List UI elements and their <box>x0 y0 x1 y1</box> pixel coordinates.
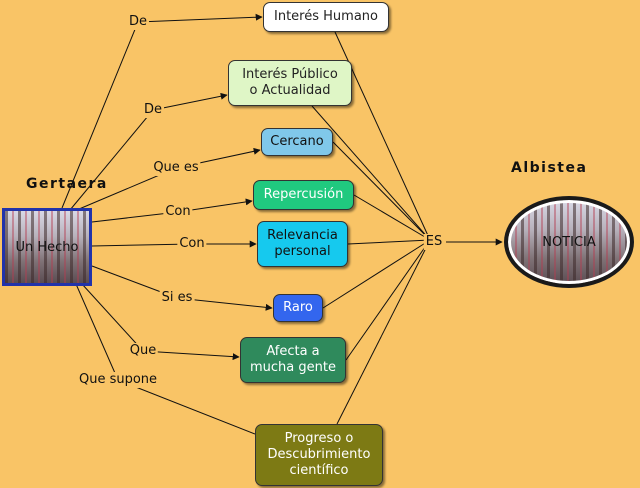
concept-node-cercano: Cercano <box>261 128 333 156</box>
source-title: Gertaera <box>26 176 108 192</box>
edge-source-to-label-afecta <box>81 283 144 352</box>
concept-label-humano: Interés Humano <box>274 9 378 24</box>
edge-label-to-publico <box>152 92 228 111</box>
edge-relevancia-to-hub <box>347 239 431 245</box>
edge-source-to-label-progreso <box>75 283 119 381</box>
edge-source-to-label-relevancia <box>91 243 193 247</box>
link-label-repercusion: Con <box>163 204 193 220</box>
edge-source-to-label-humano <box>61 21 139 209</box>
concept-node-raro: Raro <box>273 294 323 322</box>
link-label-relevancia: Con <box>177 236 207 252</box>
concept-label-repercusion: Repercusión <box>263 187 344 202</box>
hub-label-es: ES <box>423 234 445 250</box>
target-node-noticia: NOTICIA <box>504 196 634 288</box>
edge-progreso-to-hub <box>336 239 431 425</box>
edge-cercano-to-hub <box>332 141 431 241</box>
link-label-cercano: Que es <box>151 160 201 176</box>
concept-node-afecta: Afecta a mucha gente <box>240 337 346 383</box>
concept-node-humano: Interés Humano <box>263 2 389 32</box>
concept-label-cercano: Cercano <box>270 134 324 149</box>
edge-publico-to-hub <box>311 105 431 241</box>
edge-label-to-progreso <box>117 379 256 435</box>
edge-source-to-label-publico <box>69 109 154 211</box>
concept-node-progreso: Progreso o Descubrimiento científico <box>255 424 383 486</box>
source-node-un-hecho: Un Hecho <box>2 208 92 286</box>
concept-label-progreso: Progreso o Descubrimiento científico <box>267 431 371 478</box>
concept-node-publico: Interés Público o Actualidad <box>228 60 352 106</box>
source-node-label: Un Hecho <box>15 239 79 255</box>
concept-label-publico: Interés Público o Actualidad <box>242 67 338 98</box>
edge-raro-to-hub <box>322 239 431 309</box>
concept-label-relevancia: Relevancia personal <box>267 228 338 259</box>
edge-label-to-humano <box>137 13 263 23</box>
target-title: Albistea <box>511 160 588 176</box>
edge-label-to-afecta <box>142 350 240 361</box>
edge-repercusion-to-hub <box>353 194 431 241</box>
link-label-raro: Si es <box>159 290 195 306</box>
target-node-label: NOTICIA <box>542 234 596 250</box>
concept-node-relevancia: Relevancia personal <box>257 221 348 267</box>
link-label-afecta: Que <box>127 343 159 359</box>
link-label-humano: De <box>126 14 150 30</box>
link-label-publico: De <box>141 102 165 118</box>
concept-label-afecta: Afecta a mucha gente <box>250 344 336 375</box>
concept-label-raro: Raro <box>283 300 313 315</box>
edge-afecta-to-hub <box>345 239 431 361</box>
concept-node-repercusion: Repercusión <box>253 180 354 210</box>
link-label-progreso: Que supone <box>76 372 160 388</box>
